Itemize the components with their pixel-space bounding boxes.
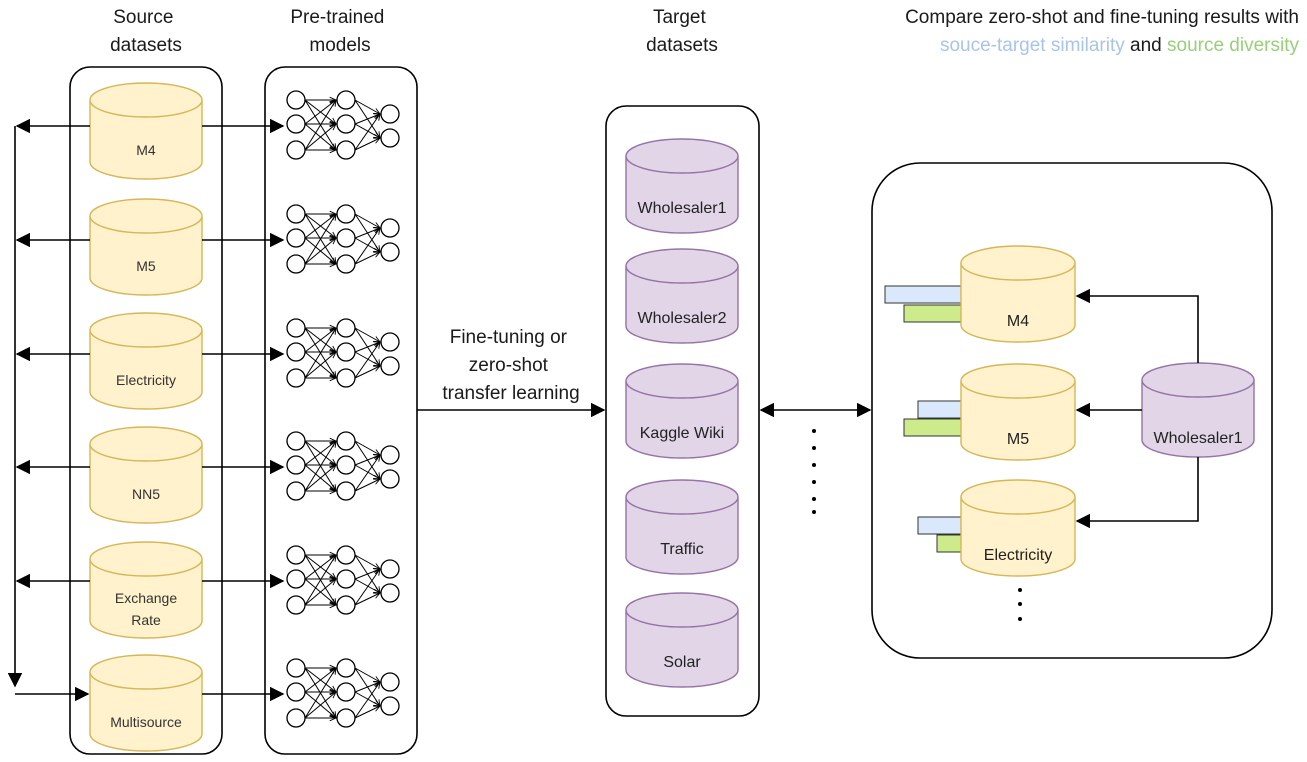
source-cylinder-2: Electricity bbox=[89, 312, 203, 410]
neural-network-icon bbox=[286, 204, 400, 274]
more-targets-ellipsis bbox=[812, 429, 816, 514]
neural-network-icon bbox=[286, 90, 400, 160]
target-cylinder-4-label: Solar bbox=[663, 654, 701, 671]
target-cylinder-3-label: Traffic bbox=[660, 541, 704, 558]
compare-source-cylinder-2: Electricity bbox=[960, 479, 1076, 577]
source-header: Source datasets bbox=[110, 7, 182, 56]
target-cylinder-2-label: Kaggle Wiki bbox=[640, 425, 724, 442]
compare-arrow-electricity bbox=[1075, 457, 1199, 529]
diversity-label: source diversity bbox=[1167, 35, 1299, 56]
target-cylinder-0-label: Wholesaler1 bbox=[638, 200, 727, 217]
compare-source-cylinder-2-label: Electricity bbox=[984, 547, 1052, 564]
source-cylinder-3-label: NN5 bbox=[132, 486, 160, 502]
more-sources-ellipsis bbox=[1018, 588, 1022, 621]
similarity-bar bbox=[917, 400, 963, 419]
target-header: Target datasets bbox=[646, 7, 718, 56]
target-cylinder-4: Solar bbox=[625, 592, 739, 688]
compare-target-cylinder: Wholesaler1 bbox=[1141, 362, 1255, 458]
and-label: and bbox=[1130, 35, 1162, 56]
compare-subheader: souce-target similarity and source diver… bbox=[940, 35, 1300, 56]
compare-arrow-m4 bbox=[1075, 288, 1199, 363]
pretrained-header: Pre-trained models bbox=[290, 7, 389, 56]
diversity-bar bbox=[936, 534, 963, 553]
source-cylinder-1-label: M5 bbox=[136, 258, 156, 274]
compare-source-cylinder-0: M4 bbox=[960, 245, 1076, 343]
target-datasets-container bbox=[605, 105, 760, 717]
diversity-bar bbox=[903, 418, 963, 437]
target-cylinder-2: Kaggle Wiki bbox=[625, 363, 739, 459]
pretrained-models-container bbox=[264, 66, 418, 755]
source-cylinder-2-label: Electricity bbox=[116, 372, 176, 388]
target-cylinder-1: Wholesaler2 bbox=[625, 248, 739, 344]
transfer-learning-label: Fine-tuning or zero-shot transfer learni… bbox=[442, 327, 579, 404]
source-cylinder-5: Multisource bbox=[89, 654, 203, 752]
neural-network-icon bbox=[286, 658, 400, 728]
target-cylinder-1-label: Wholesaler2 bbox=[638, 310, 727, 327]
similarity-bar bbox=[917, 516, 963, 535]
neural-network-icon bbox=[286, 431, 400, 501]
diversity-bar bbox=[903, 304, 963, 323]
source-cylinder-0-label: M4 bbox=[136, 142, 156, 158]
similarity-label: souce-target similarity bbox=[940, 35, 1125, 56]
compare-source-cylinder-1-label: M5 bbox=[1007, 431, 1029, 448]
comparison-container bbox=[871, 162, 1273, 659]
source-datasets-container bbox=[69, 66, 223, 755]
compare-source-cylinder-1: M5 bbox=[960, 363, 1076, 461]
source-cylinder-3: NN5 bbox=[89, 426, 203, 524]
source-cylinder-0: M4 bbox=[89, 82, 203, 180]
target-cylinder-3: Traffic bbox=[625, 479, 739, 575]
source-cylinder-5-label: Multisource bbox=[110, 714, 182, 730]
compare-header: Compare zero-shot and fine-tuning result… bbox=[905, 7, 1299, 28]
source-cylinder-1: M5 bbox=[89, 198, 203, 296]
neural-network-icon bbox=[286, 545, 400, 615]
similarity-bar bbox=[884, 285, 963, 304]
neural-network-icon bbox=[286, 318, 400, 388]
target-cylinder-0: Wholesaler1 bbox=[625, 138, 739, 234]
compare-target-cylinder-label: Wholesaler1 bbox=[1154, 430, 1243, 447]
compare-source-cylinder-0-label: M4 bbox=[1007, 313, 1029, 330]
